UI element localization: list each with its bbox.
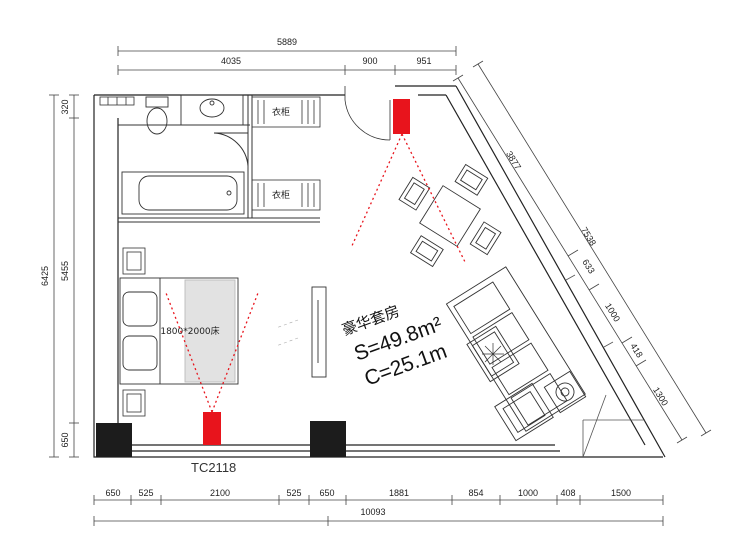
bottom-dim-4: 525 [286, 488, 301, 498]
sightline-bottom-camera [165, 292, 259, 413]
diag-upper-dim: 3877 [504, 149, 523, 171]
bottom-total-dim: 10093 [360, 507, 385, 517]
wardrobe-top-label: 衣柜 [272, 106, 290, 118]
bottom-dim-1: 650 [105, 488, 120, 498]
camera-top-icon [393, 99, 410, 134]
column-left [96, 423, 132, 457]
bathtub [121, 171, 245, 215]
left-dim-1: 320 [60, 99, 70, 114]
left-dim-3: 650 [60, 432, 70, 447]
bed [119, 277, 239, 385]
bottom-dim-7: 854 [468, 488, 483, 498]
top-dim-1: 4035 [221, 56, 241, 66]
diagonal-dimension-lines [452, 60, 712, 444]
diag-dim-1: 633 [580, 257, 596, 275]
toilet [145, 96, 169, 135]
column-middle [310, 421, 346, 457]
left-dim-2: 5455 [60, 261, 70, 281]
entry-door [344, 86, 391, 141]
left-dimension-lines [49, 94, 79, 458]
sofa-set [445, 266, 587, 442]
bed-label: 1800*2000床 [160, 325, 219, 337]
towel-rack [99, 96, 135, 106]
bottom-dim-8: 1000 [518, 488, 538, 498]
wardrobe-top [251, 96, 321, 128]
bottom-dim-2: 525 [138, 488, 153, 498]
top-dim-2: 900 [362, 56, 377, 66]
top-dimension-lines [117, 46, 457, 75]
bottom-dim-3: 2100 [210, 488, 230, 498]
top-total-dim: 5889 [277, 37, 297, 47]
camera-bottom-icon [203, 412, 221, 445]
diag-outer-dim: 7538 [579, 225, 598, 247]
nightstand-bottom [122, 389, 146, 417]
nightstand-top [122, 247, 146, 275]
top-dim-3: 951 [416, 56, 431, 66]
bottom-dim-5: 650 [319, 488, 334, 498]
left-total-dim: 6425 [40, 266, 50, 286]
tv-console [311, 286, 327, 378]
bottom-dimension-lines [93, 495, 664, 526]
diag-dim-4: 1300 [651, 385, 670, 407]
exterior-walls [93, 85, 666, 458]
wardrobe-middle-label: 衣柜 [272, 189, 290, 201]
bottom-dim-labels: 650 525 2100 525 650 1881 854 1000 408 1… [105, 488, 631, 517]
vanity-sink [180, 94, 244, 126]
diagonal-window [565, 274, 645, 458]
sightline-top-camera [350, 133, 467, 265]
tv-angle-lines [275, 319, 299, 347]
wardrobe-middle [251, 179, 321, 211]
diag-dim-2: 1000 [603, 301, 622, 323]
plant [482, 343, 504, 365]
room-code: TC2118 [191, 460, 236, 475]
bottom-dim-10: 1500 [611, 488, 631, 498]
bottom-dim-6: 1881 [389, 488, 409, 498]
dining-set [398, 163, 502, 268]
bottom-dim-9: 408 [560, 488, 575, 498]
